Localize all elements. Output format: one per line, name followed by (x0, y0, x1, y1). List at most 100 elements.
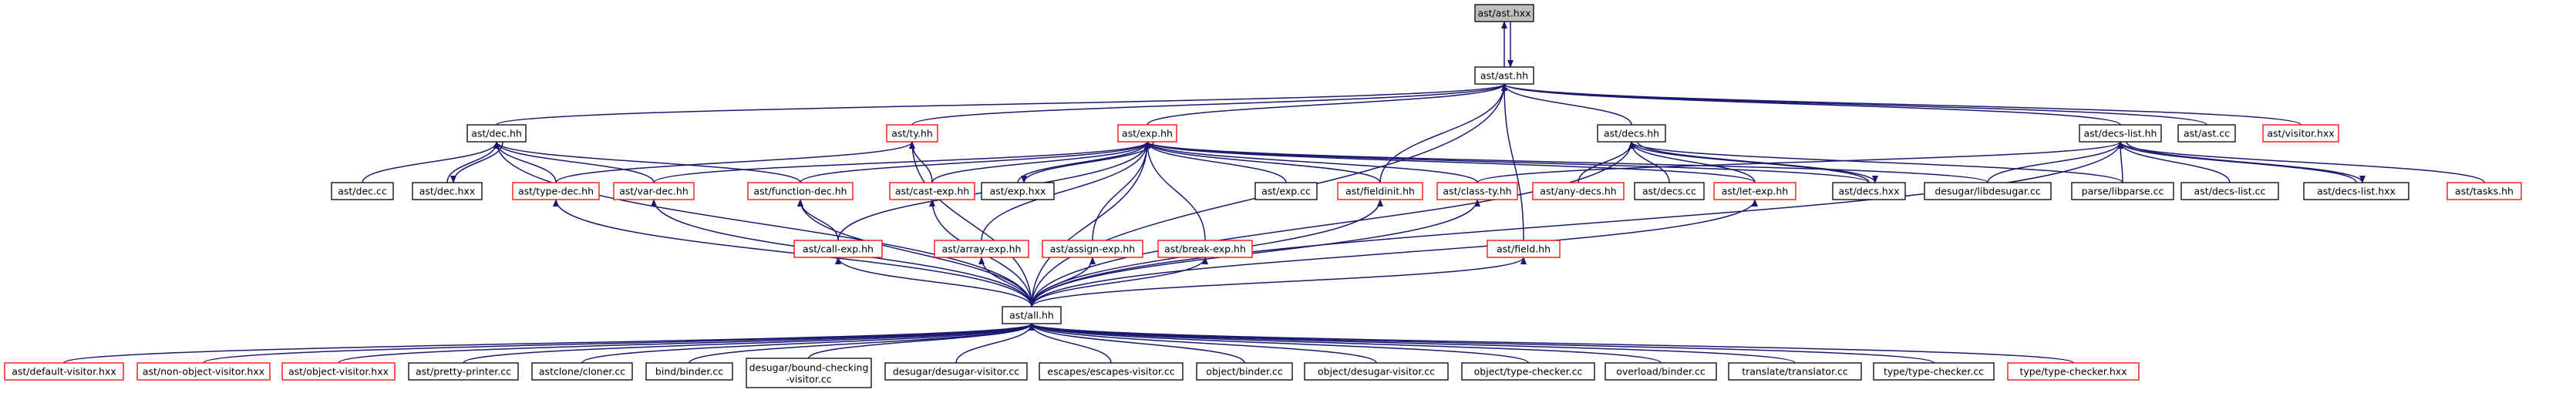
node-box (2071, 182, 2174, 200)
node-cloner-cc[interactable]: astclone/cloner.cc (531, 362, 633, 381)
include-edge (581, 323, 1035, 364)
node-ast-cc[interactable]: ast/ast.cc (2177, 124, 2236, 143)
include-edge (1144, 141, 1206, 241)
node-ast-hh[interactable]: ast/ast.hh (1474, 66, 1534, 85)
node-box (1039, 362, 1184, 381)
node-type-checker-cc[interactable]: type/type-checker.cc (1873, 362, 1995, 381)
node-binder-cc[interactable]: bind/binder.cc (645, 362, 733, 381)
node-label: ast/let-exp.hh (1722, 186, 1788, 197)
include-edge (1029, 323, 1377, 364)
include-edge (1031, 257, 1096, 307)
node-box (889, 182, 975, 200)
include-edge (1031, 141, 1150, 307)
node-box (466, 124, 527, 143)
include-edge (1987, 141, 2123, 183)
node-escapes-visitor-cc[interactable]: escapes/escapes-visitor.cc (1039, 362, 1184, 381)
include-edge (797, 199, 1032, 307)
include-edge (1628, 141, 1756, 183)
node-decs-list-hxx[interactable]: ast/decs-list.hxx (2303, 182, 2409, 200)
node-var-dec-hh: ast/var-dec.hh (613, 182, 695, 200)
node-label: object/binder.cc (1206, 366, 1283, 378)
node-all-hh[interactable]: ast/all.hh (1002, 306, 1062, 324)
node-desugar-visitor-cc[interactable]: desugar/desugar-visitor.cc (884, 362, 1028, 381)
node-libdesugar-cc[interactable]: desugar/libdesugar.cc (1924, 182, 2052, 200)
node-dec-hxx[interactable]: ast/dec.hxx (412, 182, 483, 200)
node-field-hh: ast/field.hh (1487, 240, 1561, 258)
node-label: ast/pretty-printer.cc (416, 366, 511, 378)
include-edge (1029, 323, 1662, 364)
node-label: ast/cast-exp.hh (895, 186, 969, 197)
node-dec-hh[interactable]: ast/dec.hh (466, 124, 527, 143)
node-box (2007, 362, 2140, 381)
node-label: parse/libparse.cc (2082, 186, 2164, 197)
node-label: ast/all.hh (1009, 310, 1054, 321)
node-object-binder-cc[interactable]: object/binder.cc (1196, 362, 1293, 381)
node-decs-hxx[interactable]: ast/decs.hxx (1832, 182, 1906, 200)
include-edge (1477, 141, 2123, 183)
node-decs-list-hh[interactable]: ast/decs-list.hh (2079, 124, 2162, 143)
node-pretty-printer-cc[interactable]: ast/pretty-printer.cc (408, 362, 519, 381)
node-label: ast/decs.cc (1642, 186, 1696, 197)
include-edge (1144, 141, 1478, 183)
include-edge (1637, 141, 1878, 183)
file-nodes: ast/ast.hxx ast/ast.hh ast/dec.hh ast/ty.hh… (4, 4, 2522, 388)
node-label: ast/break-exp.hh (1164, 243, 1246, 255)
node-box (1597, 124, 1666, 143)
node-box (886, 124, 938, 143)
node-let-exp-hh: ast/let-exp.hh (1713, 182, 1796, 200)
node-exp-cc[interactable]: ast/exp.cc (1254, 182, 1318, 200)
node-bounds-checking-visitor-cc[interactable]: desugar/bound-checking-visitor.cc (746, 358, 872, 388)
node-label: ast/assign-exp.hh (1050, 243, 1135, 255)
node-box (531, 362, 633, 381)
node-box (412, 182, 483, 200)
node-assign-exp-hh: ast/assign-exp.hh (1042, 240, 1143, 258)
node-decs-cc[interactable]: ast/decs.cc (1634, 182, 1705, 200)
include-edge (1501, 83, 1632, 126)
node-translator-cc[interactable]: translate/translator.cc (1728, 362, 1862, 381)
node-label: overload/binder.cc (1616, 366, 1706, 378)
node-object-visitor-hxx: ast/object-visitor.hxx (281, 362, 396, 381)
include-edge (63, 323, 1035, 364)
node-label: ast/ast.hxx (1477, 8, 1530, 19)
node-label: astclone/cloner.cc (539, 366, 625, 378)
node-type-checker-hxx: type/type-checker.hxx (2007, 362, 2140, 381)
node-dec-cc[interactable]: ast/dec.cc (331, 182, 394, 200)
node-box (2303, 182, 2409, 200)
node-libparse-cc[interactable]: parse/libparse.cc (2071, 182, 2174, 200)
include-edge (493, 141, 655, 183)
node-exp-hxx[interactable]: ast/exp.hxx (981, 182, 1055, 200)
node-overload-binder-cc[interactable]: overload/binder.cc (1605, 362, 1717, 381)
node-label: ast/decs-list.cc (2194, 186, 2266, 197)
include-edge (1144, 141, 1287, 183)
node-label: ast/ty.hh (891, 128, 933, 139)
node-decs-hh[interactable]: ast/decs.hh (1597, 124, 1666, 143)
node-cast-exp-hh: ast/cast-exp.hh (889, 182, 975, 200)
node-label: ast/any-decs.hh (1540, 186, 1616, 197)
node-box (1304, 362, 1449, 381)
include-edge (1144, 141, 1381, 183)
include-edge (2117, 141, 2124, 183)
node-label: ast/visitor.hxx (2267, 128, 2334, 139)
node-fieldinit-hh: ast/fieldinit.hh (1337, 182, 1423, 200)
include-edge (1029, 323, 1245, 364)
node-label: ast/decs-list.hxx (2317, 186, 2396, 197)
node-box (981, 182, 1055, 200)
node-box (281, 362, 396, 381)
node-type-dec-hh: ast/type-dec.hh (512, 182, 600, 200)
node-ast-hxx[interactable]: ast/ast.hxx (1474, 4, 1534, 22)
include-edge (2117, 141, 2231, 183)
node-decs-list-cc[interactable]: ast/decs-list.cc (2180, 182, 2279, 200)
include-edge (1379, 83, 1507, 183)
node-box (746, 358, 872, 388)
node-box (884, 362, 1028, 381)
node-label: ast/ast.cc (2184, 128, 2230, 139)
include-edge (1029, 323, 2074, 364)
node-default-visitor-hxx: ast/default-visitor.hxx (4, 362, 124, 381)
node-label: desugar/desugar-visitor.cc (893, 366, 1019, 378)
node-label: bind/binder.cc (655, 366, 723, 378)
node-object-type-checker-cc[interactable]: object/type-checker.cc (1461, 362, 1595, 381)
node-label: escapes/escapes-visitor.cc (1047, 366, 1174, 378)
node-object-desugar-visitor-cc[interactable]: object/desugar-visitor.cc (1304, 362, 1449, 381)
include-edge (1144, 141, 1988, 183)
node-box (512, 182, 600, 200)
